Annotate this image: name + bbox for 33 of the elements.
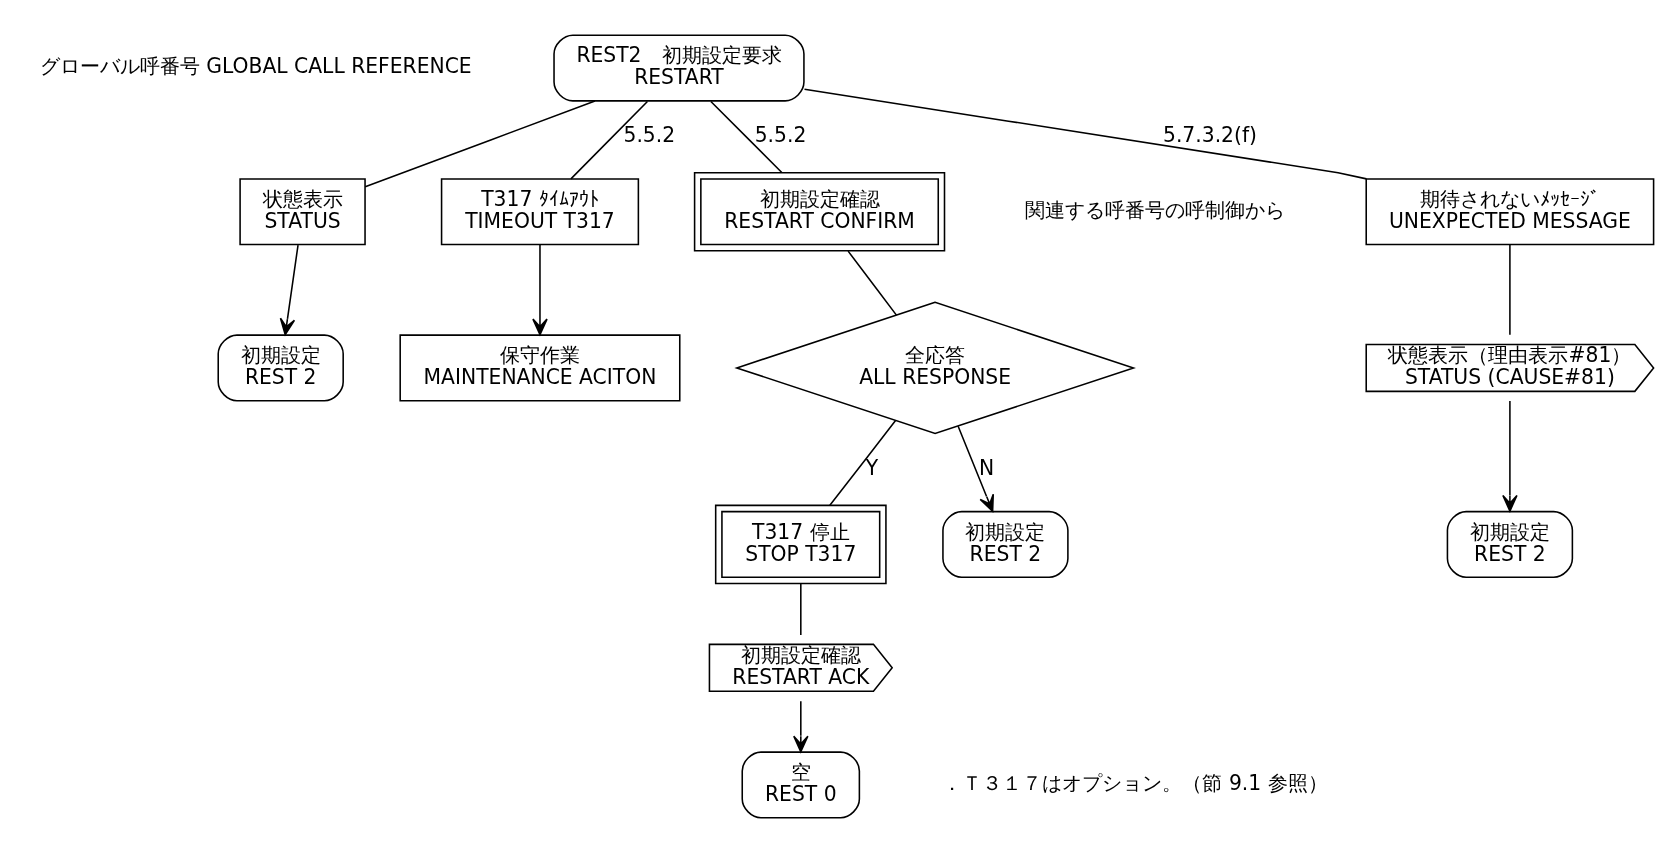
node-box: 初期設定確認 RESTART CONFIRM (693, 171, 946, 252)
arrow (1502, 400, 1518, 512)
node-box: 初期設定 REST 2 (1446, 510, 1574, 578)
node-box: REST2 初期設定要求 RESTART (553, 34, 805, 102)
node-box: T317 停止 STOP T317 (714, 504, 887, 585)
connector (847, 250, 898, 316)
connector (829, 419, 897, 507)
connector (803, 88, 1368, 180)
node-box: T317 ﾀｲﾑｱｳﾄ TIMEOUT T317 (440, 178, 640, 246)
node-diamond: 全応答 ALL RESPONSE (734, 301, 1136, 435)
node-label: 関連する呼番号の呼制御から (1025, 198, 1286, 223)
arrow (793, 700, 809, 753)
edge-label: 5.5.2 (754, 123, 807, 148)
node-box: 保守作業 MAINTENANCE ACITON (399, 334, 681, 402)
edge-label: Y (865, 455, 879, 480)
node-box: 初期設定 REST 2 (942, 510, 1069, 578)
edge-label: 5.5.2 (623, 123, 676, 148)
edge-label: N (979, 455, 995, 480)
node-label: グローバル呼番号 GLOBAL CALL REFERENCE (39, 54, 472, 79)
connector (800, 583, 802, 636)
connector (1509, 244, 1511, 336)
connector (710, 100, 783, 174)
label: ．Ｔ３１７はオプション。（節 9.1 参照） (942, 771, 1328, 796)
node-box: 期待されないﾒｯｾｰｼﾞ UNEXPECTED MESSAGE (1365, 178, 1655, 246)
node-box: 状態表示 STATUS (239, 178, 366, 246)
node-box: 空 REST 0 (741, 751, 861, 819)
node-box: 初期設定 REST 2 (217, 334, 344, 402)
edge-label: 5.7.3.2(f) (1163, 123, 1258, 148)
connector (570, 100, 649, 180)
connector (364, 100, 596, 188)
arrow (532, 244, 548, 336)
arrow (279, 244, 299, 336)
arrow (957, 425, 995, 513)
